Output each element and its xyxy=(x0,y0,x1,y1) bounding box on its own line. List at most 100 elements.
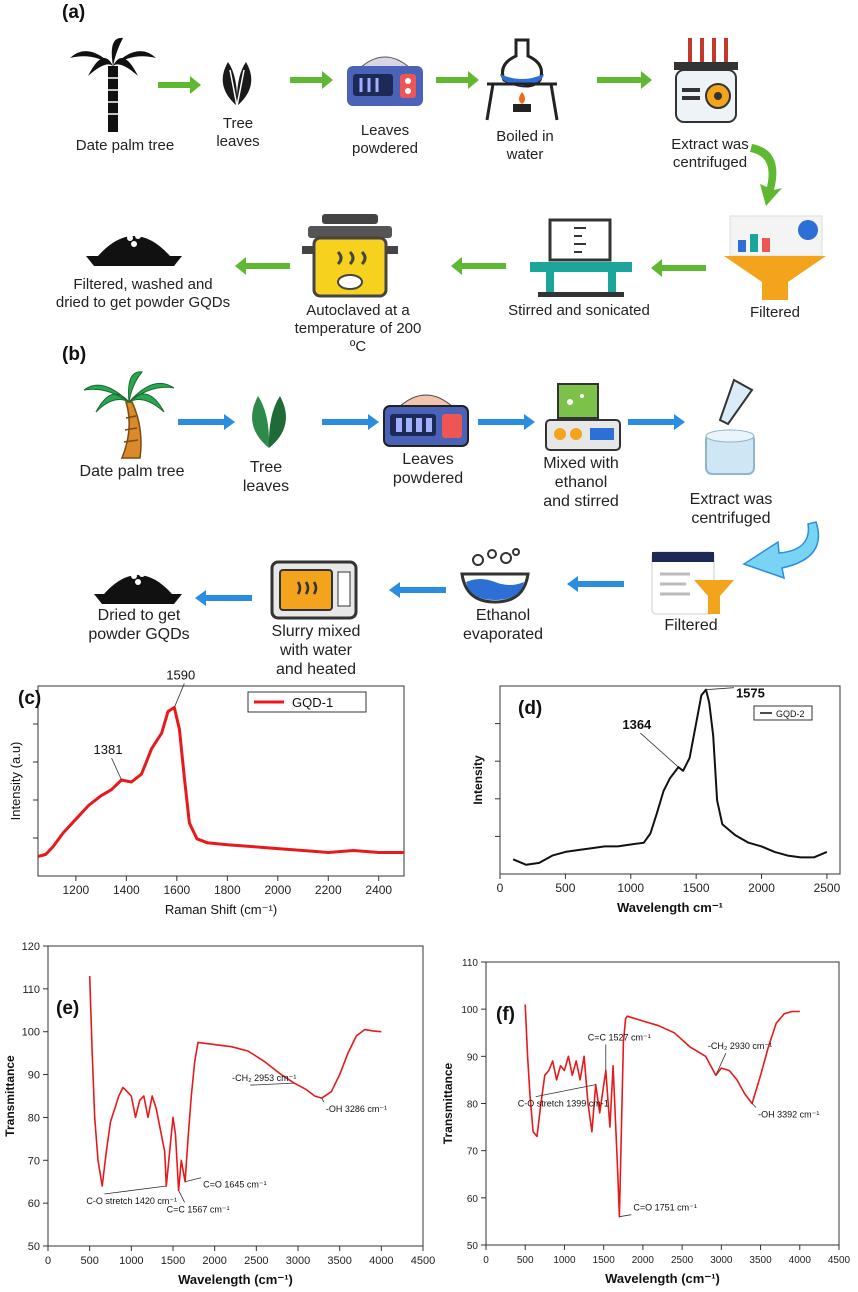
annotation-arrow xyxy=(321,1097,325,1103)
grinder-icon xyxy=(347,56,423,106)
y-tick-label: 90 xyxy=(467,1052,479,1063)
arrow-left-icon xyxy=(389,582,446,598)
x-tick-label: 2000 xyxy=(264,883,291,897)
arrow-left-icon xyxy=(195,590,252,606)
annotation-label: -CH₂ 2953 cm⁻¹ xyxy=(232,1073,296,1083)
autoclave-icon xyxy=(302,214,398,298)
x-tick-label: 1200 xyxy=(63,883,90,897)
annotation-label: C=C 1527 cm⁻¹ xyxy=(588,1032,651,1042)
y-tick-label: 90 xyxy=(28,1070,40,1082)
step-label: Ethanol evaporated xyxy=(462,607,544,643)
step-label: Filtered xyxy=(749,304,801,321)
arrow-shape xyxy=(158,76,201,94)
step-label: Extract was centrifuged xyxy=(671,136,749,171)
arrow-right-icon xyxy=(158,76,201,94)
x-tick-label: 2500 xyxy=(814,881,841,895)
y-axis-label: Transmittance xyxy=(441,1062,455,1144)
step-label: Tree leaves xyxy=(242,459,290,495)
leaf-icon xyxy=(222,62,252,107)
x-tick-label: 2000 xyxy=(202,1255,226,1267)
y-tick-label: 110 xyxy=(462,958,478,969)
flask-burner-icon xyxy=(485,38,559,121)
annotation-arrow xyxy=(619,1214,632,1218)
y-tick-label: 50 xyxy=(28,1241,40,1253)
annotation-arrow xyxy=(184,1177,202,1183)
annotation-arrow xyxy=(178,1190,185,1203)
x-tick-label: 1000 xyxy=(617,881,644,895)
x-tick-label: 3500 xyxy=(749,1255,772,1266)
arrow-left-icon xyxy=(235,257,290,275)
x-tick-label: 0 xyxy=(483,1255,489,1266)
step-label: Extract was centrifuged xyxy=(689,491,773,527)
x-tick-label: 1000 xyxy=(553,1255,576,1266)
x-tick-label: 4500 xyxy=(828,1255,851,1266)
x-tick-label: 2000 xyxy=(748,881,775,895)
y-tick-label: 60 xyxy=(28,1198,40,1210)
x-tick-label: 2500 xyxy=(671,1255,694,1266)
annotation-label: C=C 1567 cm⁻¹ xyxy=(167,1204,230,1214)
legend-box xyxy=(247,691,367,713)
x-axis-label: Wavelength (cm⁻¹) xyxy=(178,1272,293,1287)
annotation-label: C=O 1645 cm⁻¹ xyxy=(203,1180,267,1190)
annotation-label: -OH 3392 cm⁻¹ xyxy=(758,1110,819,1120)
palm-tree-icon xyxy=(83,371,175,459)
y-tick-label: 80 xyxy=(467,1100,479,1111)
microwave-icon xyxy=(270,560,358,620)
x-tick-label: 500 xyxy=(517,1255,534,1266)
annotation-arrow xyxy=(535,1084,596,1098)
x-tick-label: 4000 xyxy=(369,1255,393,1267)
step-label: Date palm tree xyxy=(75,137,175,154)
x-tick-label: 1500 xyxy=(593,1255,616,1266)
step-label: Stirred and sonicated xyxy=(508,302,650,319)
step-label: Boiled in water xyxy=(496,128,554,163)
sonicator-icon xyxy=(530,218,632,297)
panel-letter: (e) xyxy=(56,998,79,1019)
annotation-arrow xyxy=(111,757,122,781)
annotation-label: 1575 xyxy=(736,686,765,701)
evaporation-bowl-icon xyxy=(460,548,530,604)
series-line xyxy=(88,975,382,1192)
leaf-icon xyxy=(252,396,286,448)
annotation-arrow xyxy=(715,1053,727,1076)
x-tick-label: 0 xyxy=(497,881,504,895)
step-label: Filtered xyxy=(664,617,718,634)
annotation-arrow xyxy=(250,1082,295,1086)
x-axis-label: Raman Shift (cm⁻¹) xyxy=(165,902,277,917)
step-label: Leaves powdered xyxy=(352,122,418,157)
x-tick-label: 1400 xyxy=(113,883,140,897)
x-tick-label: 2200 xyxy=(315,883,342,897)
y-tick-label: 70 xyxy=(467,1147,479,1158)
y-tick-label: 120 xyxy=(22,941,40,953)
x-axis-label: Wavelength (cm⁻¹) xyxy=(605,1271,720,1286)
x-tick-label: 1500 xyxy=(161,1255,185,1267)
y-tick-label: 70 xyxy=(28,1155,40,1167)
arrow-right-icon xyxy=(178,414,235,430)
annotation-label: 1364 xyxy=(622,717,652,732)
panel-a-letter: (a) xyxy=(62,2,86,23)
step-label: Slurry mixed with water and heated xyxy=(271,623,361,678)
stirrer-icon xyxy=(545,383,621,451)
annotation-label: -CH₂ 2930 cm⁻¹ xyxy=(708,1041,772,1051)
panel-letter: (c) xyxy=(18,688,41,709)
x-tick-label: 3000 xyxy=(710,1255,733,1266)
filter-report-icon xyxy=(651,551,734,615)
x-axis-label: Wavelength cm⁻¹ xyxy=(617,900,723,915)
annotation-label: C=O 1751 cm⁻¹ xyxy=(633,1203,697,1213)
x-tick-label: 2500 xyxy=(244,1255,268,1267)
x-tick-label: 1500 xyxy=(683,881,710,895)
y-tick-label: 80 xyxy=(28,1112,40,1124)
y-axis-label: Intensity (a.u) xyxy=(8,742,23,821)
powder-pile-icon xyxy=(94,571,182,604)
arrow-right-icon xyxy=(322,414,379,430)
x-tick-label: 0 xyxy=(45,1255,51,1267)
x-tick-label: 2000 xyxy=(632,1255,655,1266)
y-tick-label: 110 xyxy=(22,984,40,996)
y-tick-label: 60 xyxy=(467,1194,479,1205)
panel-letter: (d) xyxy=(518,698,542,719)
annotation-arrow xyxy=(173,683,185,708)
plot-frame xyxy=(485,961,840,1246)
arrow-right-icon xyxy=(628,414,685,430)
